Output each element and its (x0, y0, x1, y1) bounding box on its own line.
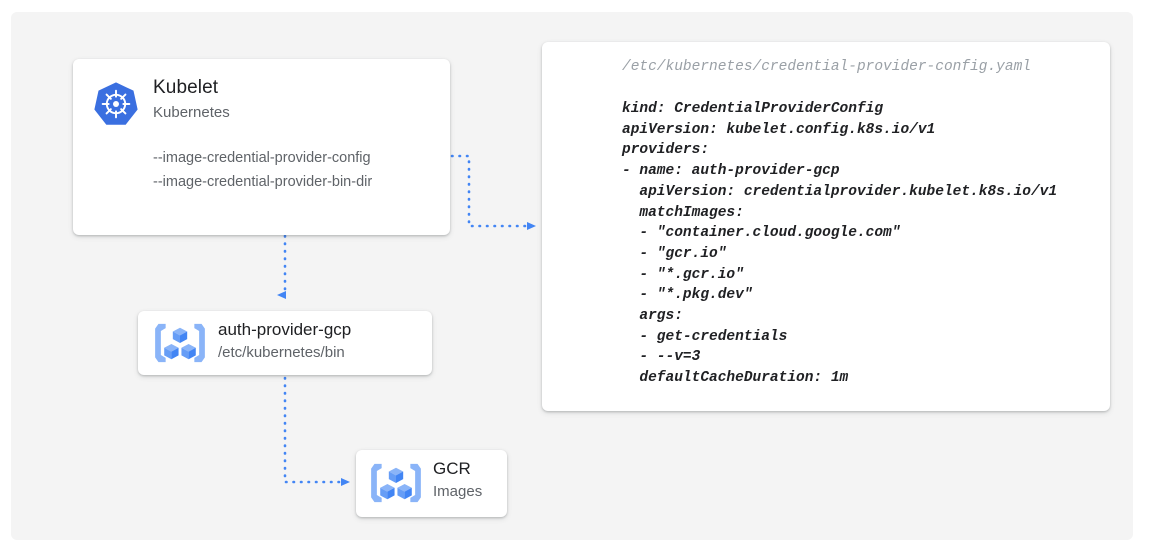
kubernetes-logo-icon (94, 82, 138, 125)
kubelet-flag-config: --image-credential-provider-config (153, 150, 371, 166)
auth-provider-card-subtitle: /etc/kubernetes/bin (218, 344, 345, 361)
gcp-container-registry-icon (155, 323, 205, 363)
node-card-auth-provider-gcp[interactable]: auth-provider-gcp /etc/kubernetes/bin (138, 311, 432, 375)
node-card-gcr[interactable]: GCR Images (356, 450, 507, 517)
kubelet-card-title: Kubelet (153, 77, 219, 98)
node-card-kubelet[interactable]: Kubelet Kubernetes --image-credential-pr… (73, 59, 450, 235)
gcr-card-subtitle: Images (433, 483, 483, 500)
kubelet-card-subtitle: Kubernetes (153, 104, 230, 121)
yaml-config-card[interactable]: /etc/kubernetes/credential-provider-conf… (542, 42, 1110, 411)
gcr-card-title: GCR (433, 459, 471, 478)
kubelet-flag-list: --image-credential-provider-config --ima… (153, 146, 372, 194)
yaml-file-content: kind: CredentialProviderConfig apiVersio… (622, 101, 1058, 387)
yaml-file-path: /etc/kubernetes/credential-provider-conf… (622, 59, 1031, 75)
kubelet-flag-bin-dir: --image-credential-provider-bin-dir (153, 174, 373, 190)
auth-provider-card-title: auth-provider-gcp (218, 320, 352, 339)
gcp-container-registry-icon (371, 463, 421, 503)
